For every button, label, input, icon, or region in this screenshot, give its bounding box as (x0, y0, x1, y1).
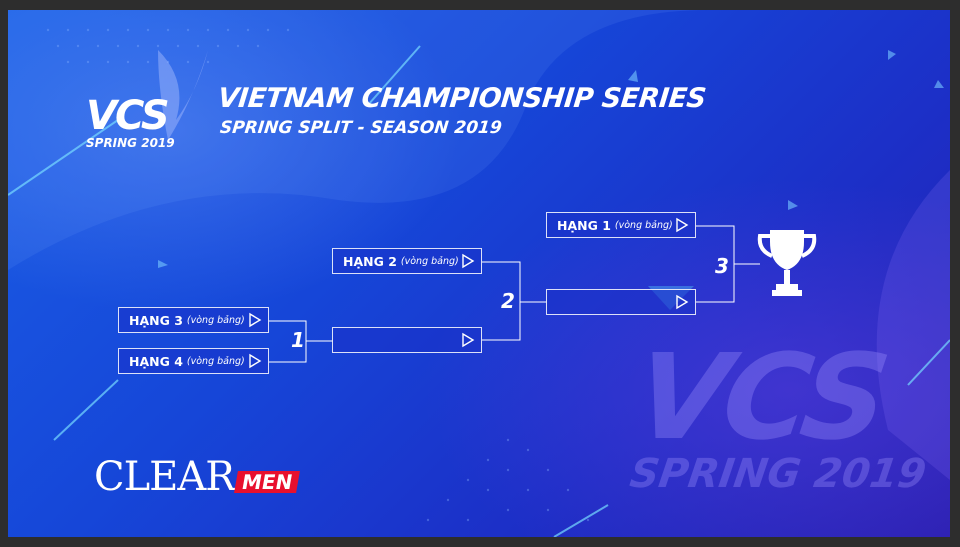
logo-vcs-text: VCS (86, 93, 170, 139)
seed-name: HẠNG 1 (557, 217, 611, 233)
seed-note: (vòng bảng) (186, 314, 245, 326)
sponsor-men: MEN (234, 470, 301, 494)
play-triangle-icon (249, 353, 262, 369)
tournament-bracket-screen: VCS SPRING 2019 VCS SPRING 2019 VIETNAM … (8, 10, 950, 537)
logo-spring-text: SPRING 2019 (86, 136, 175, 150)
winner-slot-round-2[interactable] (546, 289, 696, 315)
seed-name: HẠNG 4 (129, 353, 183, 369)
seed-name: HẠNG 3 (129, 312, 183, 328)
seed-note: (vòng bảng) (186, 355, 245, 367)
vcs-logo: VCS SPRING 2019 (86, 96, 175, 150)
play-triangle-icon (462, 332, 475, 348)
play-triangle-icon (462, 253, 475, 269)
bracket-lines (269, 225, 760, 363)
seed-box-hang-2[interactable]: HẠNG 2 (vòng bảng) (332, 248, 482, 274)
seed-name: HẠNG 2 (343, 253, 397, 269)
trophy-icon (757, 230, 817, 296)
seed-box-hang-3[interactable]: HẠNG 3 (vòng bảng) (118, 307, 269, 333)
page-subtitle: SPRING SPLIT - SEASON 2019 (218, 118, 503, 138)
page-title: VIETNAM CHAMPIONSHIP SERIES (216, 83, 708, 114)
title-block: VIETNAM CHAMPIONSHIP SERIES SPRING SPLIT… (216, 82, 708, 140)
sponsor-clear: CLEAR (94, 454, 235, 500)
watermark-vcs: VCS (627, 328, 894, 466)
vcs-watermark: VCS SPRING 2019 (623, 328, 944, 497)
seed-note: (vòng bảng) (400, 255, 459, 267)
background-decoration (8, 10, 950, 537)
sponsor-logo: CLEAR MEN (94, 454, 301, 500)
seed-box-hang-1[interactable]: HẠNG 1 (vòng bảng) (546, 212, 696, 238)
watermark-spring: SPRING 2019 (627, 451, 929, 497)
play-triangle-icon (249, 312, 262, 328)
round-3-label: 3 (715, 254, 729, 278)
winner-slot-round-1[interactable] (332, 327, 482, 353)
seed-note: (vòng bảng) (614, 219, 673, 231)
play-triangle-icon (676, 217, 689, 233)
round-1-label: 1 (291, 328, 305, 352)
seed-box-hang-4[interactable]: HẠNG 4 (vòng bảng) (118, 348, 269, 374)
round-2-label: 2 (501, 289, 515, 313)
play-triangle-icon (676, 294, 689, 310)
